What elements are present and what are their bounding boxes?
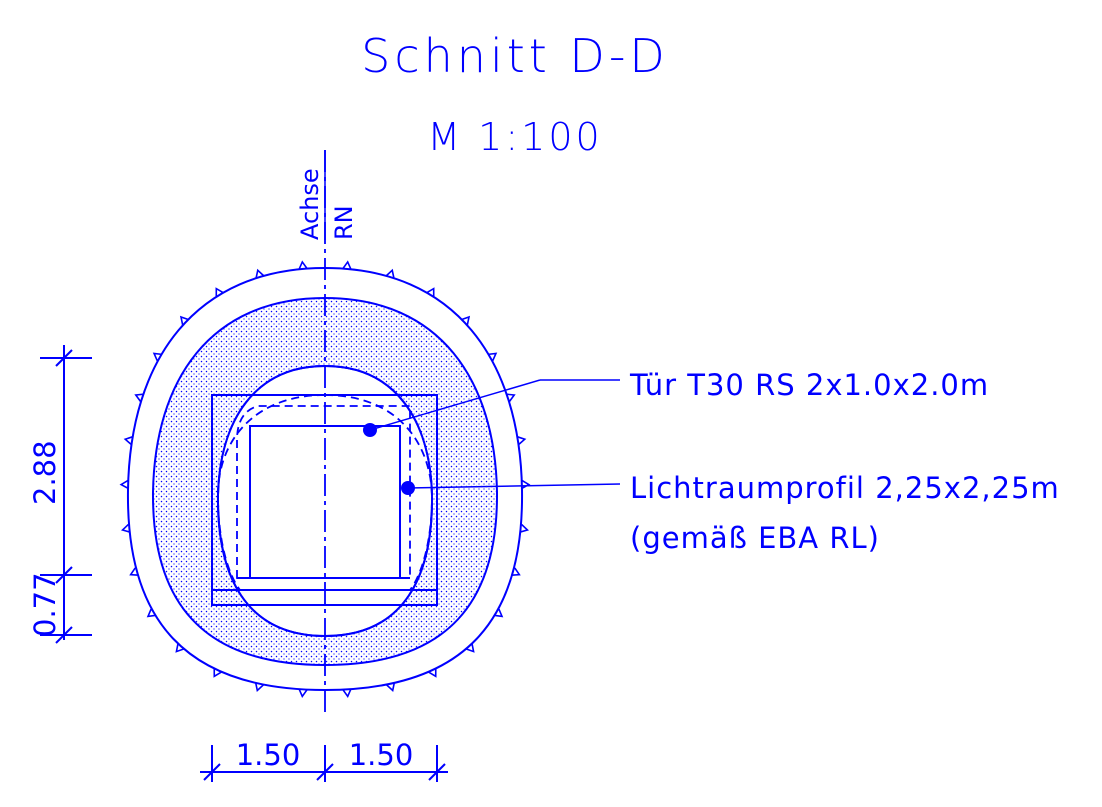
dim-vertical-upper: 2.88 <box>28 440 62 505</box>
axis-label-top: Achse <box>296 168 324 240</box>
hatch-tick <box>516 435 527 446</box>
hatch-tick <box>385 268 395 279</box>
clearance-callout-line1: Lichtraumprofil 2,25x2,25m <box>630 471 1060 505</box>
hatch-tick <box>465 643 475 653</box>
hatch-tick <box>175 643 185 653</box>
drawing-title: Schnitt D-D <box>361 29 669 83</box>
hatch-tick <box>521 479 531 490</box>
clearance-callout-line2: (gemäß EBA RL) <box>630 521 880 555</box>
hatch-tick <box>119 479 129 490</box>
vertical-dimension <box>40 345 92 644</box>
dim-vertical-lower: 0.77 <box>28 572 62 637</box>
hatch-tick <box>493 608 504 618</box>
hatch-tick <box>487 352 498 362</box>
horizontal-dimension <box>200 745 448 782</box>
hatch-tick <box>298 688 308 698</box>
dim-horizontal-right: 1.50 <box>349 738 414 772</box>
hatch-tick <box>428 668 437 678</box>
axis-label-bottom: RN <box>330 205 358 240</box>
clearance-profile-dashed <box>236 405 411 579</box>
hatch-tick <box>254 682 264 692</box>
drawing-scale: M 1:100 <box>427 115 602 159</box>
hatch-tick <box>120 523 131 533</box>
clearance-leader-line <box>407 483 621 489</box>
hatch-tick <box>134 393 144 402</box>
hatch-tick <box>519 523 530 533</box>
hatch-tick <box>342 688 352 698</box>
hatch-tick <box>215 287 224 297</box>
excavation-hatch-ticks <box>119 260 531 698</box>
dim-horizontal-left: 1.50 <box>236 738 301 772</box>
hatch-tick <box>298 260 308 270</box>
hatch-tick <box>506 393 516 402</box>
hatch-tick <box>461 315 471 326</box>
hatch-tick <box>123 435 134 446</box>
hatch-tick <box>213 668 222 678</box>
hatch-tick <box>511 567 521 576</box>
hatch-tick <box>342 260 352 270</box>
clearance-profile-ellipse <box>217 394 433 591</box>
clearance-leader-dot <box>401 481 415 495</box>
hatch-tick <box>386 682 396 692</box>
hatch-tick <box>179 315 189 326</box>
hatch-tick <box>146 608 157 618</box>
hatch-tick <box>152 352 163 362</box>
hatch-tick <box>426 287 435 297</box>
door-leader-line <box>369 379 541 431</box>
door-callout: Tür T30 RS 2x1.0x2.0m <box>629 368 989 402</box>
hatch-tick <box>129 567 139 576</box>
door-leader-dot <box>363 423 377 437</box>
hatch-tick <box>255 268 265 279</box>
